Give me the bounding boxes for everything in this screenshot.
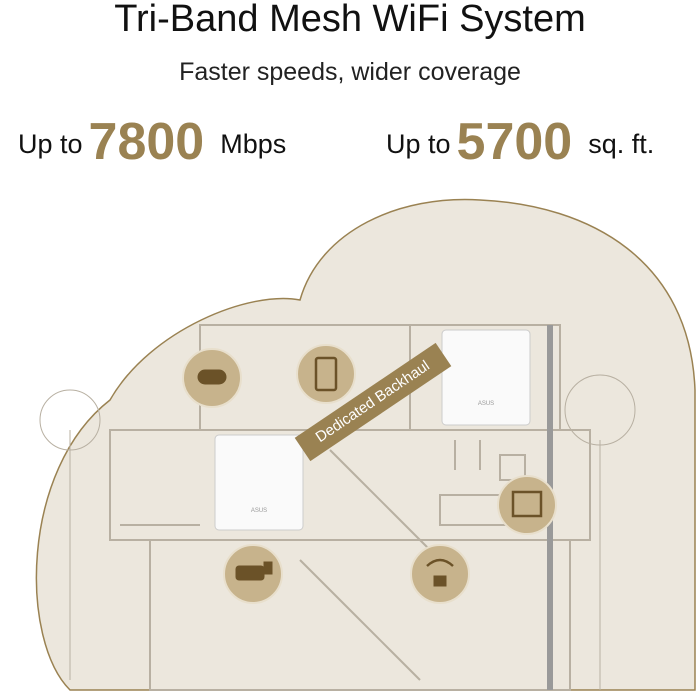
coverage-cloud [35, 198, 696, 691]
smart-hub-icon [497, 475, 557, 535]
coverage-unit: sq. ft. [588, 129, 655, 159]
speed-value: 7800 [88, 113, 205, 171]
speed-unit: Mbps [220, 129, 287, 159]
tree-right [564, 374, 636, 690]
page-subtitle: Faster speeds, wider coverage [179, 58, 521, 86]
tree-left [39, 389, 101, 680]
router-logo: ASUS [478, 401, 494, 407]
coverage-prefix: Up to [386, 129, 451, 159]
speed-prefix: Up to [18, 129, 83, 159]
router-logo: ASUS [251, 508, 267, 514]
router-downstairs: ASUS [214, 434, 304, 531]
wifi-lock-icon [410, 544, 470, 604]
smartphone-icon [296, 344, 356, 404]
router-upstairs: ASUS [441, 329, 531, 426]
coverage-value: 5700 [456, 113, 573, 171]
page-title: Tri-Band Mesh WiFi System [114, 0, 586, 40]
